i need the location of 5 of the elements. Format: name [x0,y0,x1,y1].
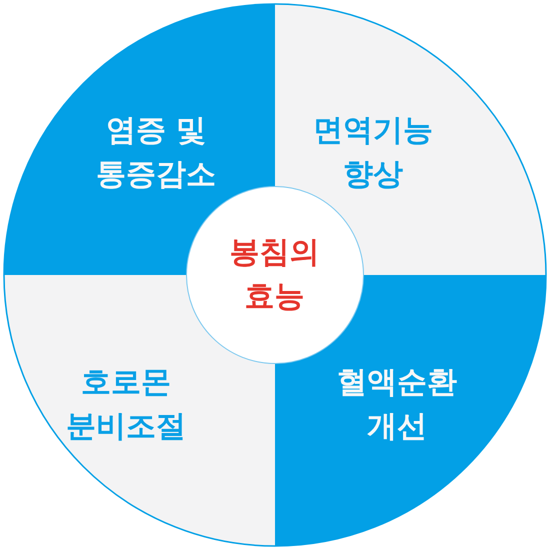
center-title: 봉침의 효능 [230,234,320,316]
segment-label: 염증 및 통증감소 [96,112,216,194]
segment-label: 면역기능 향상 [313,112,433,194]
segment-label: 혈액순환 개선 [337,364,457,446]
segment-label: 호로몬 분비조절 [66,364,186,446]
